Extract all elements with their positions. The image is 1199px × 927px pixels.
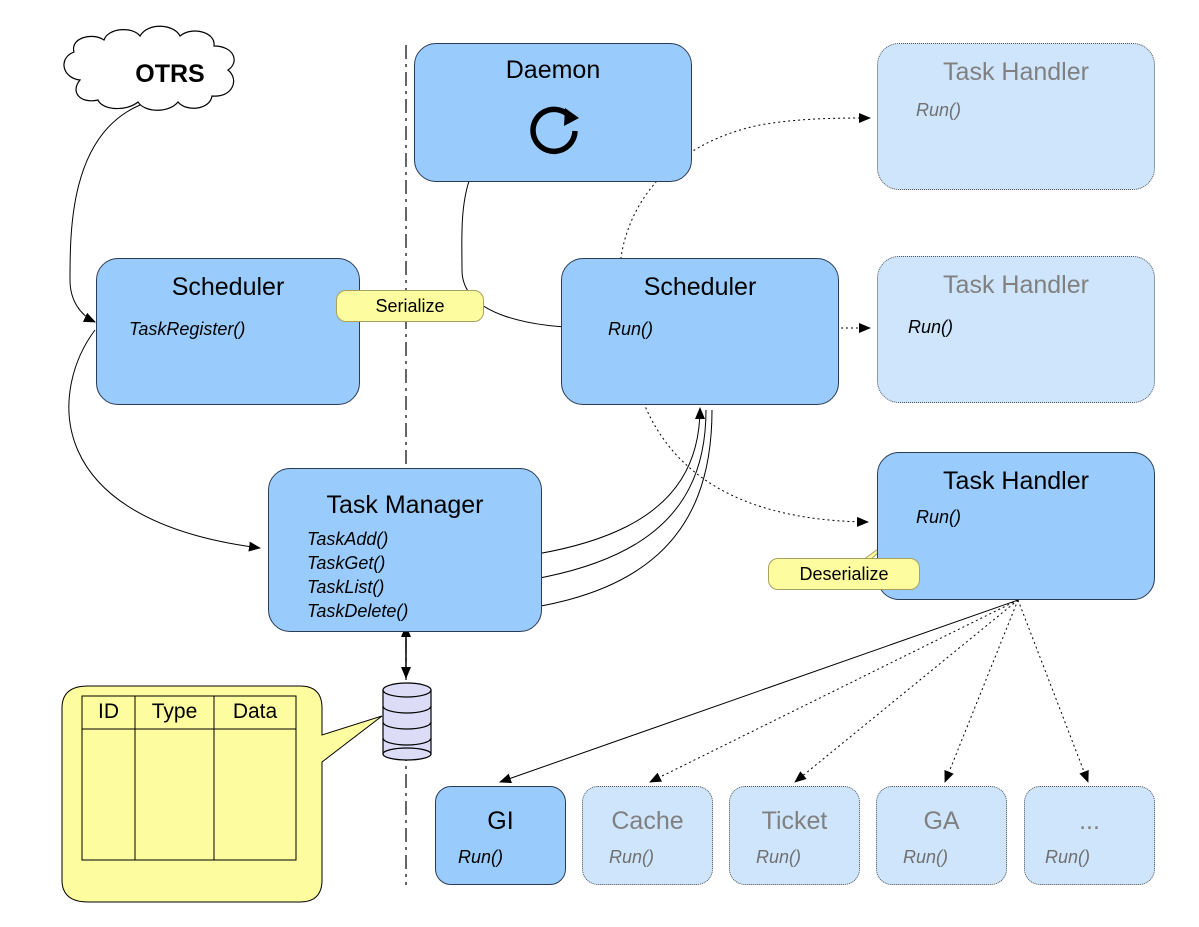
task-register-method: TaskRegister() bbox=[129, 319, 246, 339]
task-get-method: TaskGet() bbox=[307, 553, 386, 573]
task-handler-1: Task Handler Run() bbox=[877, 43, 1155, 190]
serialize-callout: Serialize bbox=[336, 290, 484, 322]
backend-ticket: Ticket Run() bbox=[729, 786, 860, 885]
task-list-method: TaskList() bbox=[307, 577, 385, 597]
db-column-type: Type bbox=[151, 700, 198, 723]
task-handler-3-method: Run() bbox=[916, 507, 962, 527]
db-table-callout bbox=[61, 685, 383, 903]
backend-ga: GA Run() bbox=[876, 786, 1007, 885]
task-handler-2-method: Run() bbox=[908, 317, 954, 337]
db-column-data: Data bbox=[232, 700, 278, 723]
task-handler-2: Task Handler Run() bbox=[877, 256, 1155, 403]
backend-more-title: ... bbox=[1079, 807, 1100, 835]
backend-gi-method: Run() bbox=[458, 847, 504, 867]
task-handler-3: Task Handler Run() bbox=[877, 452, 1155, 600]
backend-ga-method: Run() bbox=[903, 847, 949, 867]
backend-cache-method: Run() bbox=[609, 847, 655, 867]
scheduler-run-method: Run() bbox=[608, 319, 654, 339]
backend-ticket-title: Ticket bbox=[761, 807, 828, 835]
task-handler-3-title: Task Handler bbox=[943, 467, 1089, 495]
loop-icon bbox=[530, 106, 579, 155]
task-add-method: TaskAdd() bbox=[307, 529, 389, 549]
database-icon bbox=[382, 682, 432, 761]
otrs-label: OTRS bbox=[135, 60, 205, 88]
task-manager-methods: TaskAdd() TaskGet() TaskList() TaskDelet… bbox=[307, 527, 408, 623]
otrs-cloud bbox=[63, 25, 235, 111]
backend-ga-title: GA bbox=[923, 807, 960, 835]
daemon-title: Daemon bbox=[505, 56, 601, 84]
scheduler-client-box: Scheduler TaskRegister() bbox=[96, 258, 360, 405]
scheduler-daemon-title: Scheduler bbox=[643, 273, 757, 301]
backend-cache-title: Cache bbox=[611, 807, 684, 835]
task-delete-method: TaskDelete() bbox=[307, 601, 409, 621]
backend-gi-title: GI bbox=[487, 807, 514, 835]
backend-cache: Cache Run() bbox=[582, 786, 713, 885]
task-handler-1-title: Task Handler bbox=[943, 58, 1089, 86]
task-handler-1-method: Run() bbox=[916, 100, 962, 120]
backend-more: ... Run() bbox=[1024, 786, 1155, 885]
task-manager-box: Task Manager TaskAdd() TaskGet() TaskLis… bbox=[268, 468, 542, 632]
deserialize-callout: Deserialize bbox=[768, 558, 920, 590]
backend-more-method: Run() bbox=[1045, 847, 1091, 867]
scheduler-daemon-box: Scheduler Run() bbox=[561, 258, 839, 405]
db-column-id: ID bbox=[98, 700, 119, 723]
daemon-box: Daemon bbox=[414, 43, 692, 182]
backend-ticket-method: Run() bbox=[756, 847, 802, 867]
task-handler-2-title: Task Handler bbox=[943, 271, 1089, 299]
scheduler-client-title: Scheduler bbox=[171, 273, 285, 301]
backend-gi: GI Run() bbox=[435, 786, 566, 885]
task-manager-title: Task Manager bbox=[326, 491, 484, 519]
